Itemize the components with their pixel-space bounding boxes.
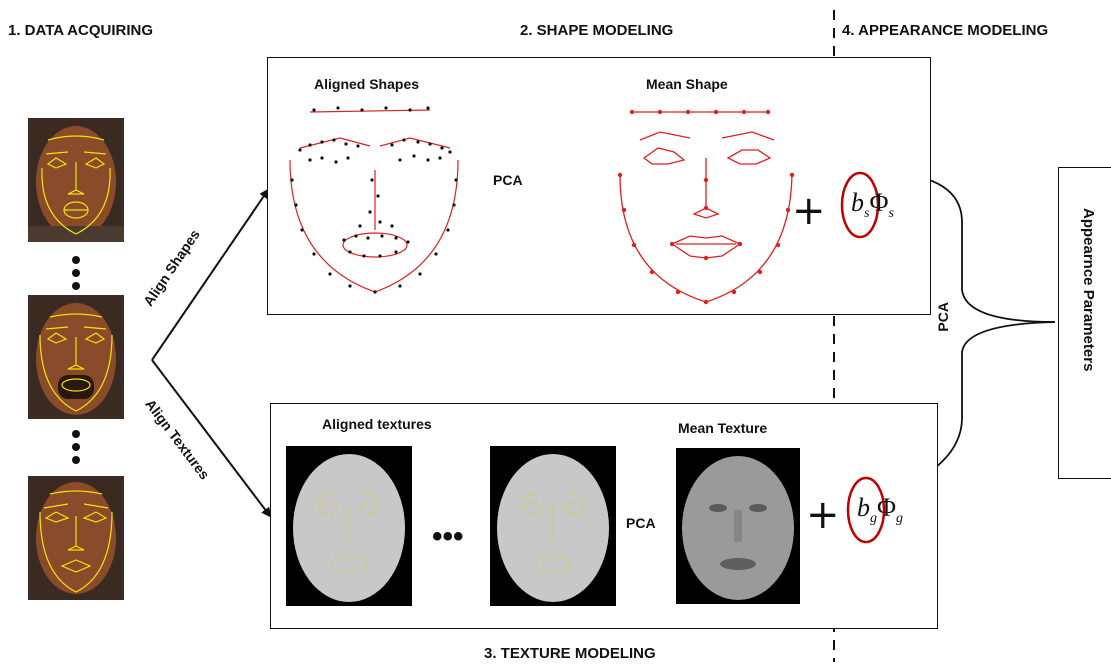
shape-phi-subscript: s — [888, 206, 894, 222]
heading-texture-modeling: 3. TEXTURE MODELING — [484, 645, 656, 662]
texture-parameter: bgΦg — [857, 493, 903, 527]
shape-b-symbol: b — [851, 188, 864, 217]
shape-parameter: bsΦs — [851, 188, 894, 222]
shape-pca-label: PCA — [493, 172, 523, 188]
shape-modeling-box — [267, 57, 931, 315]
ellipsis-dot — [72, 282, 80, 290]
texture-b-symbol: b — [857, 493, 870, 522]
align-textures-arrow — [151, 359, 272, 518]
aligned-textures-label: Aligned textures — [322, 416, 432, 432]
texture-phi-symbol: Φ — [877, 493, 897, 522]
shape-plus-sign: + — [792, 188, 826, 234]
shape-phi-symbol: Φ — [869, 188, 889, 217]
ellipsis-dot — [72, 256, 80, 264]
face-photo-1 — [28, 118, 124, 242]
mean-shape-label: Mean Shape — [646, 76, 728, 92]
heading-data-acquiring: 1. DATA ACQUIRING — [8, 22, 153, 39]
aligned-shapes-label: Aligned Shapes — [314, 76, 420, 92]
texture-ellipsis: ••• — [432, 520, 464, 553]
texture-phi-subscript: g — [896, 511, 904, 527]
ellipsis-dot — [72, 456, 80, 464]
heading-appearance-modeling: 4. APPEARANCE MODELING — [842, 22, 1049, 39]
texture-plus-sign: + — [806, 492, 840, 538]
texture-pca-label: PCA — [626, 515, 656, 531]
mean-texture-label: Mean Texture — [678, 420, 768, 436]
aligned-texture-1 — [286, 446, 412, 606]
heading-shape-modeling: 2. SHAPE MODELING — [520, 22, 674, 39]
ellipsis-dot — [72, 443, 80, 451]
appearance-pca-label: PCA — [935, 302, 951, 332]
shape-b-subscript: s — [864, 206, 870, 222]
aligned-texture-2 — [490, 446, 616, 606]
appearance-parameters-box — [1058, 167, 1111, 479]
face-photo-3 — [28, 476, 124, 600]
appearance-parameters-label: Appearnce Parameters — [1080, 208, 1097, 372]
mean-texture-image — [676, 448, 800, 604]
ellipsis-dot — [72, 269, 80, 277]
ellipsis-dot — [72, 430, 80, 438]
face-photo-2 — [28, 295, 124, 419]
align-shapes-arrow — [151, 188, 270, 361]
texture-b-subscript: g — [870, 511, 877, 527]
